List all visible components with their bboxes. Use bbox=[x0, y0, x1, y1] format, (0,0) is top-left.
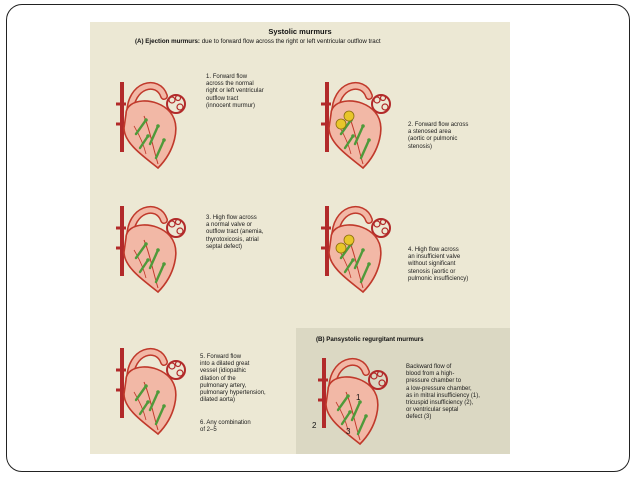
caption-5: 5. Forward flow into a dilated great ves… bbox=[200, 354, 266, 404]
caption-line: thyrotoxicosis, atrial bbox=[206, 236, 259, 243]
caption-line: outflow tract (anemia, bbox=[206, 229, 264, 236]
caption-line: (innocent murmur) bbox=[206, 102, 256, 109]
caption-2: 2. Forward flow across a stenosed area (… bbox=[408, 122, 468, 151]
caption-line: pulmonary hypertension, bbox=[200, 390, 266, 397]
section-a-text: due to forward flow across the right or … bbox=[201, 38, 381, 45]
caption-line: stenosis (aortic or bbox=[408, 268, 456, 275]
caption-line: stenosis) bbox=[408, 143, 433, 150]
heart-diagram-1 bbox=[116, 82, 186, 170]
caption-line: (aortic or pulmonic bbox=[408, 136, 458, 143]
caption-line: as in mitral insufficiency (1), bbox=[406, 392, 480, 399]
heart-diagram-2 bbox=[321, 82, 391, 170]
caption-line: septal defect) bbox=[206, 243, 243, 250]
caption-line: dilation of the bbox=[200, 375, 236, 382]
caption-line: Forward flow bbox=[212, 74, 248, 80]
caption-line: Forward flow bbox=[206, 354, 242, 360]
heart-diagram-3 bbox=[116, 206, 186, 294]
section-a-heading: (A) Ejection murmurs: due to forward flo… bbox=[135, 38, 381, 45]
regurgitation-marker-2: 2 bbox=[312, 421, 317, 430]
caption-number: 1. bbox=[206, 74, 212, 80]
caption-line: without significant bbox=[408, 261, 456, 268]
caption-number: 5. bbox=[200, 354, 206, 360]
caption-line: pressure chamber to bbox=[406, 378, 462, 385]
section-a-label: (A) Ejection murmurs: bbox=[135, 38, 200, 45]
caption-line: High flow across bbox=[414, 247, 459, 253]
caption-line: into a dilated great bbox=[200, 361, 250, 368]
caption-line: Backward flow of bbox=[406, 364, 452, 370]
caption-line: of 2–5 bbox=[200, 427, 217, 434]
caption-3: 3. High flow across a normal valve or ou… bbox=[206, 215, 263, 251]
caption-number: 6. bbox=[200, 420, 206, 426]
caption-line: a stenosed area bbox=[408, 129, 452, 136]
caption-1: 1. Forward flow across the normal right … bbox=[206, 74, 264, 110]
caption-line: pulmonary artery, bbox=[200, 382, 247, 389]
heart-diagram-4 bbox=[321, 206, 391, 294]
caption-line: a low-pressure chamber, bbox=[406, 385, 472, 392]
caption-b: Backward flow of blood from a high- pres… bbox=[406, 364, 480, 422]
caption-line: outflow tract bbox=[206, 95, 239, 102]
heart-diagram-5 bbox=[116, 348, 186, 436]
caption-line: a normal valve or bbox=[206, 222, 253, 229]
figure-title: Systolic murmurs bbox=[268, 27, 332, 36]
regurgitation-marker-1: 1 bbox=[356, 393, 361, 402]
caption-line: Any combination bbox=[206, 420, 251, 426]
caption-line: an insufficient valve bbox=[408, 254, 461, 261]
caption-line: tricuspid insufficiency (2), bbox=[406, 400, 474, 407]
caption-line: right or left ventricular bbox=[206, 88, 264, 95]
caption-line: defect (3) bbox=[406, 414, 432, 421]
caption-line: or ventricular septal bbox=[406, 407, 459, 414]
caption-4: 4. High flow across an insufficient valv… bbox=[408, 247, 468, 283]
caption-line: Forward flow across bbox=[414, 122, 469, 128]
caption-line: pulmonic insufficiency) bbox=[408, 275, 469, 282]
systolic-murmurs-figure: Systolic murmurs (A) Ejection murmurs: d… bbox=[90, 22, 510, 454]
caption-number: 3. bbox=[206, 215, 212, 221]
caption-number: 2. bbox=[408, 122, 414, 128]
caption-line: across the normal bbox=[206, 81, 254, 88]
caption-line: vessel (idiopathic bbox=[200, 368, 247, 375]
section-b-label: (B) Pansystolic regurgitant murmurs bbox=[316, 336, 424, 343]
caption-line: dilated aorta) bbox=[200, 397, 236, 404]
caption-line: High flow across bbox=[212, 215, 257, 221]
caption-6: 6. Any combination of 2–5 bbox=[200, 420, 251, 434]
caption-number: 4. bbox=[408, 247, 414, 253]
caption-line: blood from a high- bbox=[406, 371, 455, 378]
heart-diagram-b: 1 2 3 bbox=[312, 358, 388, 446]
regurgitation-marker-3: 3 bbox=[346, 427, 351, 436]
